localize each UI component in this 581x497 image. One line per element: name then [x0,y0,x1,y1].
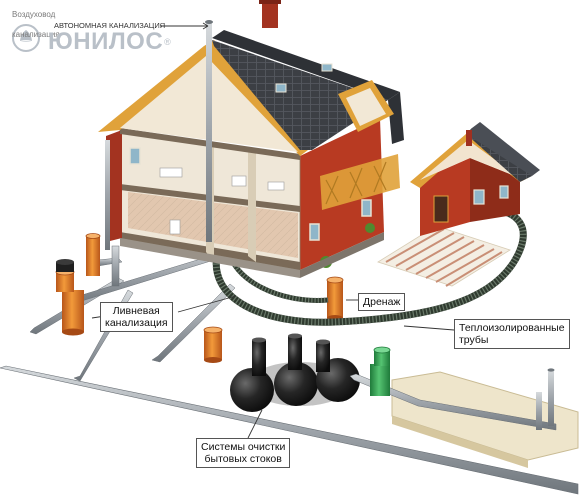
guest-house [410,122,540,236]
septic-treatment-tanks [230,333,360,412]
callout-insulated-pipes-line-2: трубы [459,334,489,346]
callout-insulated-pipes-line-1: Теплоизолированные [459,322,565,334]
callout-storm-sewer-line-1: Ливневая [112,305,160,317]
storm-well-rear [85,233,101,276]
heated-pipe-loops [377,225,511,287]
drainage-well [326,276,344,321]
brand-registered-mark: ® [164,37,171,47]
callout-leaders [91,22,455,439]
callout-insulated-pipes: Теплоизолированные трубы [454,319,570,349]
watermark-sub-line: канализация [12,30,60,39]
storm-well-center [203,326,223,363]
watermark-tagline: АВТОНОМНАЯ КАНАЛИЗАЦИЯ [54,21,166,30]
callout-treatment-line-2: бытовых стоков [204,453,282,465]
brand-name: ЮНИЛОС [48,28,164,55]
control-well [349,346,557,431]
storm-well-left [55,259,84,336]
brand-logo: ЮНИЛОС ® [46,28,171,56]
main-sewer-pipe [0,365,579,495]
callout-treatment-systems: Системы очистки бытовых стоков [196,438,291,468]
watermark-top-line: Воздуховод [12,10,56,19]
callout-drainage: Дренаж [358,293,406,311]
callout-storm-sewer-line-2: канализация [105,317,168,329]
callout-drainage-text: Дренаж [363,296,401,308]
main-house [98,0,404,278]
callout-treatment-line-1: Системы очистки [201,441,286,453]
callout-storm-sewer: Ливневая канализация [100,302,173,332]
lotus-circle-logo [12,24,40,52]
